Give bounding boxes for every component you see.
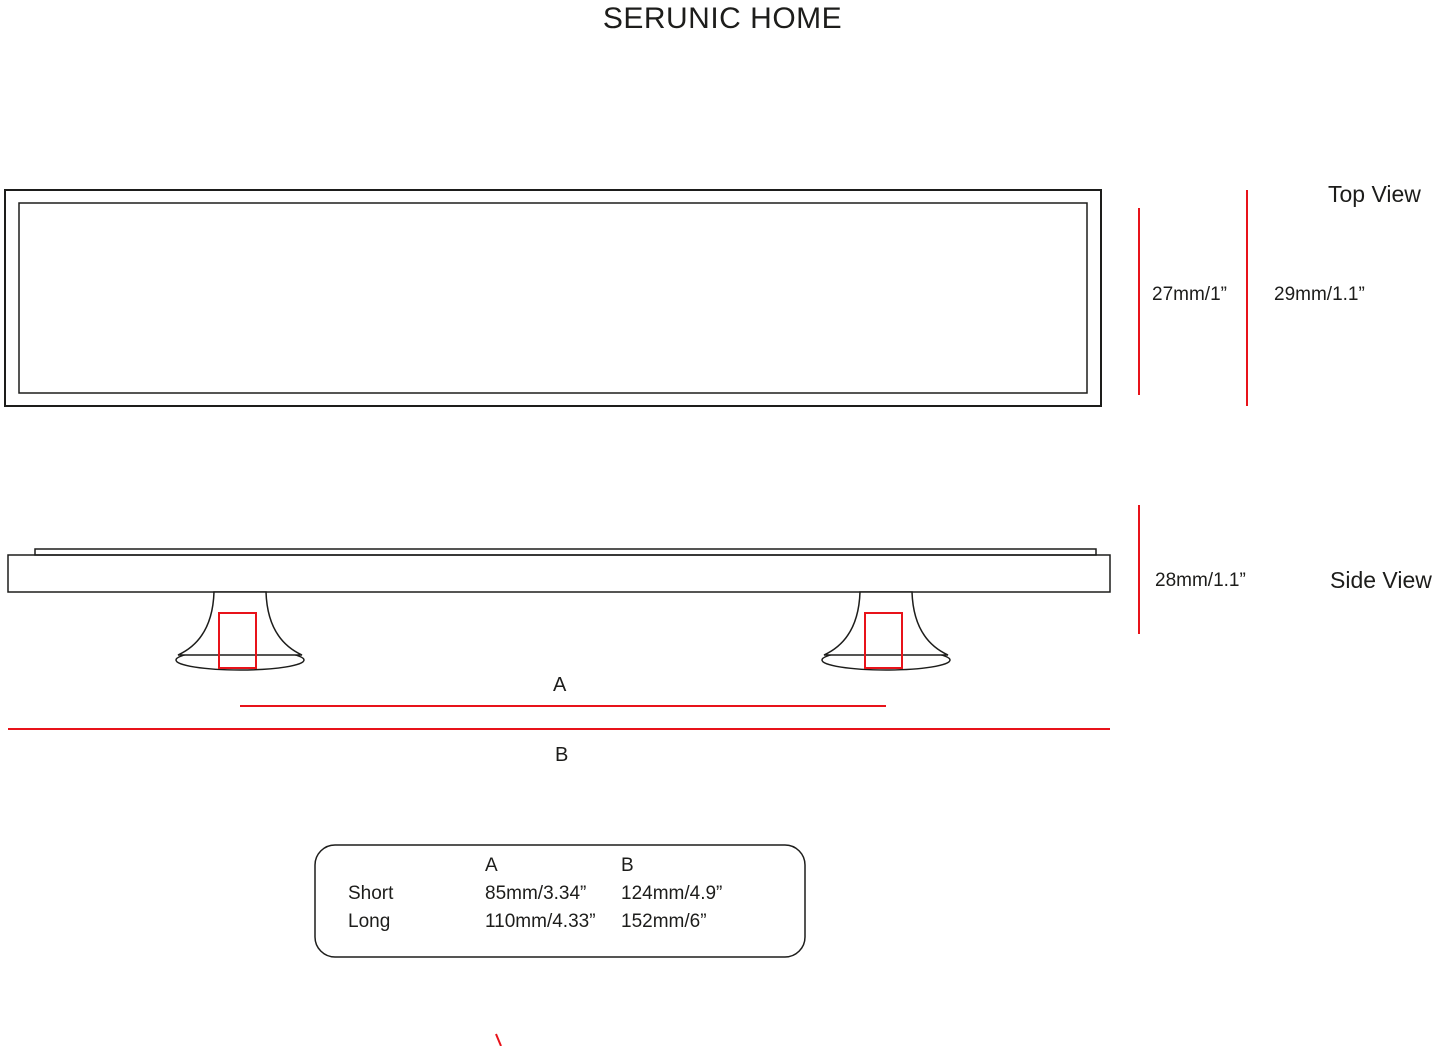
dim-text-27mm: 27mm/1” xyxy=(1152,284,1227,305)
right-foot-stem xyxy=(823,591,949,656)
dim-text-28mm: 28mm/1.1” xyxy=(1155,570,1246,591)
table-header-b: B xyxy=(621,855,634,876)
table-row-short-a: 85mm/3.34” xyxy=(485,883,587,904)
left-foot xyxy=(175,591,305,671)
left-screw-hole-mark xyxy=(218,612,257,669)
table-row-long-b: 152mm/6” xyxy=(621,911,707,932)
right-screw-hole-mark xyxy=(864,612,903,669)
dim-label-a: A xyxy=(553,674,567,696)
side-view-drawing xyxy=(7,548,1111,671)
table-row-short-name: Short xyxy=(348,883,394,904)
side-view-top-lip xyxy=(34,548,1097,556)
table-row-short-b: 124mm/4.9” xyxy=(621,883,723,904)
left-foot-stem xyxy=(177,591,303,656)
side-view-bar xyxy=(7,554,1111,593)
sheet-title: SERUNIC HOME xyxy=(602,2,843,35)
top-view-label: Top View xyxy=(1328,181,1421,207)
dim-label-b: B xyxy=(555,744,569,766)
right-foot xyxy=(821,591,951,671)
top-view-inner-rect xyxy=(18,202,1088,394)
size-table-frame xyxy=(314,844,806,958)
table-row-long-name: Long xyxy=(348,911,391,932)
table-header-a: A xyxy=(485,855,498,876)
top-view-drawing xyxy=(4,189,1102,407)
dim-text-29mm: 29mm/1.1” xyxy=(1274,284,1365,305)
table-row-long-a: 110mm/4.33” xyxy=(485,911,596,932)
top-view-outer-rect xyxy=(4,189,1102,407)
side-view-label: Side View xyxy=(1330,567,1432,593)
red-mark xyxy=(495,1033,502,1046)
